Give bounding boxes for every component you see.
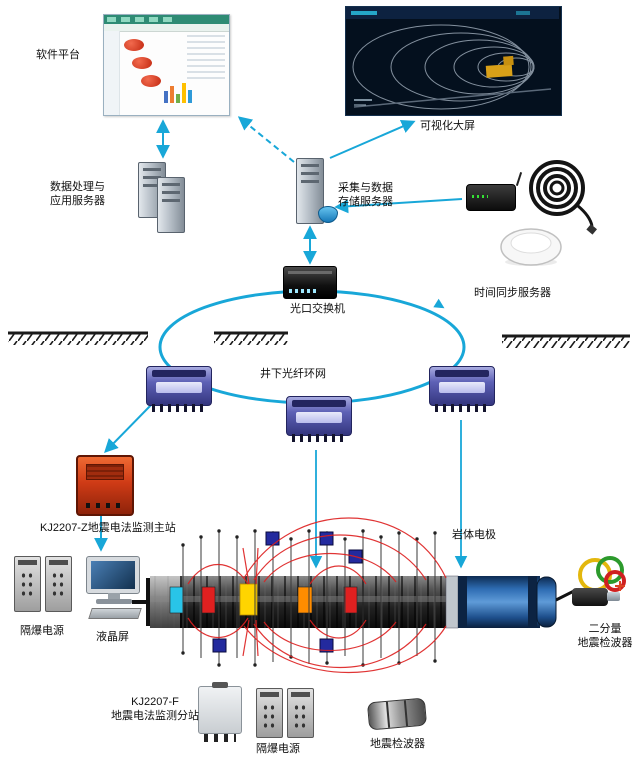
substation-label-plate bbox=[296, 412, 342, 423]
ring-substation-right bbox=[429, 366, 495, 412]
label-visualization-screen: 可视化大屏 bbox=[420, 120, 475, 132]
red-cross-marker bbox=[615, 581, 625, 591]
label-two-component-geophone: 二分量 地震检波器 bbox=[577, 623, 633, 650]
main-station-connectors bbox=[86, 503, 124, 508]
cable-coil bbox=[529, 160, 597, 235]
substation-box bbox=[198, 686, 242, 734]
app-toolbar bbox=[104, 24, 229, 32]
label-flameproof-power-left: 隔爆电源 bbox=[20, 625, 64, 637]
label-flameproof-power-bottom: 隔爆电源 bbox=[256, 743, 300, 755]
red-ellipse-indicator bbox=[124, 39, 144, 51]
flameproof-power-left-device bbox=[14, 556, 72, 612]
geophone-body bbox=[572, 588, 608, 606]
substation-top-panel bbox=[292, 400, 346, 407]
geophone-tip bbox=[607, 592, 620, 601]
power-cell bbox=[14, 556, 41, 612]
data-table-rows bbox=[187, 35, 225, 81]
ring-substation-left bbox=[146, 366, 212, 412]
collect-storage-server-tower bbox=[296, 158, 324, 224]
substation-connectors bbox=[292, 434, 346, 442]
borehole-tube bbox=[132, 575, 577, 629]
power-cell bbox=[256, 688, 283, 738]
time-sync-device bbox=[466, 184, 516, 211]
red-ellipse-indicator bbox=[141, 75, 161, 87]
substation-top-panel bbox=[435, 370, 489, 377]
connection-arrows bbox=[94, 116, 468, 569]
tunnel-3d-view bbox=[346, 7, 559, 110]
geophone-cylinder-device bbox=[366, 697, 428, 731]
substation-connectors bbox=[152, 404, 206, 412]
label-fiber-ring: 井下光纤环网 bbox=[260, 368, 326, 380]
electric-field-lines bbox=[187, 517, 447, 673]
database-disc-icon bbox=[318, 206, 338, 223]
power-cell bbox=[45, 556, 72, 612]
label-substation: KJ2207-F 地震电法监测分站 bbox=[111, 696, 199, 723]
label-optical-switch: 光口交换机 bbox=[290, 303, 345, 315]
mini-bar-chart bbox=[164, 81, 192, 103]
lcd-screen-panel bbox=[86, 556, 140, 594]
substation-label-plate bbox=[439, 382, 485, 393]
substation-connectors bbox=[204, 734, 236, 742]
label-software-platform: 软件平台 bbox=[36, 49, 80, 61]
gps-antenna-disc bbox=[500, 228, 562, 266]
label-data-app-server: 数据处理与 应用服务器 bbox=[50, 181, 105, 208]
label-main-station: KJ2207-Z地震电法监测主站 bbox=[40, 522, 176, 534]
ground-surface bbox=[8, 331, 630, 348]
substation-top-panel bbox=[152, 370, 206, 377]
ring-substation-middle bbox=[286, 396, 352, 442]
substation-connectors bbox=[435, 404, 489, 412]
monitoring-substation-device bbox=[198, 682, 242, 742]
label-geophone: 地震检波器 bbox=[370, 738, 425, 750]
label-time-sync-server: 时间同步服务器 bbox=[474, 287, 551, 299]
substation-cap bbox=[212, 682, 228, 688]
main-station-panel bbox=[86, 464, 124, 480]
lcd-stand-base bbox=[96, 599, 132, 604]
visualization-big-screen bbox=[345, 6, 562, 116]
app-sidebar bbox=[104, 31, 120, 115]
substation-label-plate bbox=[156, 382, 202, 393]
red-ellipse-indicator bbox=[132, 57, 152, 69]
flameproof-power-bottom-device bbox=[256, 688, 314, 738]
lcd-monitor-device bbox=[84, 556, 144, 622]
software-platform-window bbox=[103, 14, 230, 116]
keyboard bbox=[88, 608, 142, 619]
power-cell bbox=[287, 688, 314, 738]
two-component-geophone-device bbox=[570, 556, 626, 618]
app-menubar bbox=[104, 15, 229, 24]
label-rock-electrodes: 岩体电极 bbox=[452, 529, 496, 541]
label-lcd-screen: 液晶屏 bbox=[96, 631, 129, 643]
label-collect-storage-server: 采集与数据 存储服务器 bbox=[338, 182, 393, 209]
data-app-server-tower bbox=[157, 177, 185, 233]
monitoring-main-station-device bbox=[76, 455, 134, 516]
lcd-stand-neck bbox=[108, 593, 120, 599]
optical-switch-device bbox=[283, 266, 337, 299]
